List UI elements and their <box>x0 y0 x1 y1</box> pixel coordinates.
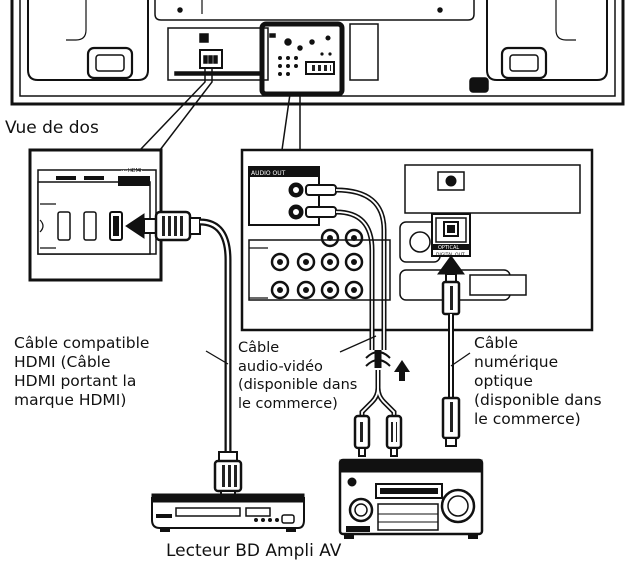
digital-out-marking: DIGITAL OUT <box>436 252 465 258</box>
hdmi-cable <box>199 218 232 455</box>
optical-cable-label-line-1: Câble <box>474 334 519 352</box>
terminal-inset <box>240 148 594 350</box>
audio-out-marking: AUDIO OUT <box>251 170 286 177</box>
optical-cable-label: Câble numérique optique (disponible dans… <box>474 334 602 429</box>
hdmi-cable-label-line-2: HDMI (Câble <box>14 353 111 371</box>
hdmi-header-marking: HDMI <box>128 168 141 174</box>
tv-rear-panel <box>10 0 625 106</box>
optical-cable-label-line-3: optique <box>474 372 533 390</box>
hdmi-input-marking: INPUT 4 <box>121 170 143 176</box>
optical-cable-label-line-4: (disponible dans <box>474 391 602 409</box>
av-cable-label-line-4: le commerce) <box>238 395 338 412</box>
hdmi-cable-label-line-1: Câble compatible <box>14 334 150 352</box>
up-arrow-icon <box>394 360 410 381</box>
hdmi-cable-label-line-4: marque HDMI) <box>14 391 127 409</box>
av-cable-label-line-1: Câble <box>238 340 280 356</box>
optical-cable-label-line-5: le commerce) <box>474 410 581 428</box>
hdmi-cable-label: Câble compatible HDMI (Câble HDMI portan… <box>14 334 149 410</box>
hdmi-plug-bottom <box>213 451 243 498</box>
optical-plug-bottom <box>441 396 461 447</box>
av-cable-label: Câble audio-vidéo (disponible dans le co… <box>238 339 357 413</box>
label-leaders <box>205 335 471 367</box>
av-cable-label-line-2: audio-vidéo <box>238 358 323 375</box>
optical-marking: OPTICAL <box>438 245 459 251</box>
bd-player-device <box>151 493 305 532</box>
optical-plug <box>437 255 465 316</box>
optical-cable-label-line-2: numérique <box>474 353 559 371</box>
hdmi-cable-label-line-3: HDMI portant la <box>14 372 137 390</box>
devices-label: Lecteur BD Ampli AV <box>166 541 342 561</box>
callout-lines <box>139 68 301 151</box>
av-amplifier-device <box>338 458 484 539</box>
av-cable-lower <box>353 350 403 457</box>
rear-view-label: Vue de dos <box>5 118 99 138</box>
hdmi-plug <box>125 210 201 242</box>
av-cable-label-line-3: (disponible dans <box>238 377 358 393</box>
